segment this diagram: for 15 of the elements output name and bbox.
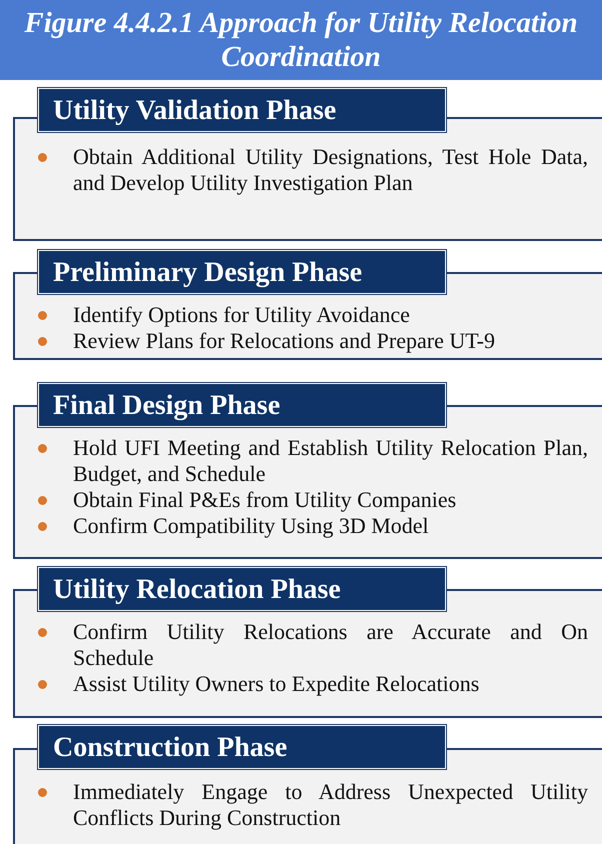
phase-heading: Final Design Phase [38, 383, 446, 427]
bullet-text: Confirm Utility Relocations are Accurate and On Schedule [73, 619, 588, 670]
phase-heading: Utility Relocation Phase [38, 567, 446, 611]
phase-heading: Utility Validation Phase [38, 88, 446, 132]
bullet-text: Assist Utility Owners to Expedite Relocations [73, 671, 480, 696]
bullet-text: Obtain Additional Utility Designations, Test Hole Data, and Develop Utility Investigation Plan [73, 144, 588, 195]
bullet-text: Obtain Final P&Es from Utility Companies [73, 487, 456, 512]
bullet-text: Immediately Engage to Address Unexpected Utility Conflicts During Construction [73, 779, 588, 830]
bullet-text: Identify Options for Utility Avoidance [73, 302, 410, 327]
figure-title: Figure 4.4.2.1 Approach for Utility Relocation Coordination [0, 0, 602, 80]
phase-heading: Construction Phase [38, 725, 446, 769]
bullet-text: Review Plans for Relocations and Prepare UT-9 [73, 328, 495, 353]
phase-heading: Preliminary Design Phase [38, 250, 446, 294]
bullet-text: Hold UFI Meeting and Establish Utility Relocation Plan, Budget, and Schedule [73, 435, 588, 486]
bullet-text: Confirm Compatibility Using 3D Model [73, 513, 429, 538]
